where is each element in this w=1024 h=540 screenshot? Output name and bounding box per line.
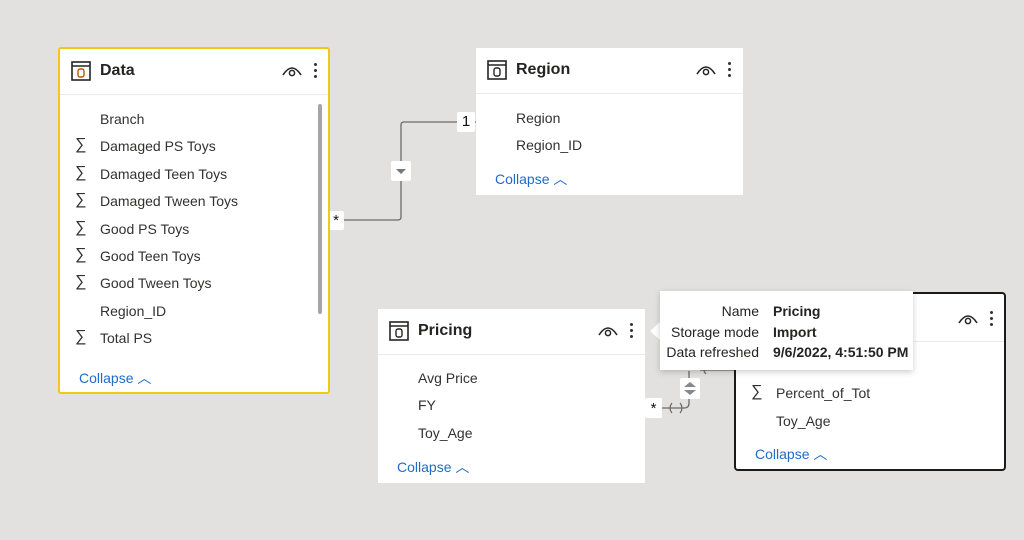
tooltip-key: Storage mode [671, 324, 759, 340]
table-info-tooltip: Name Pricing Storage mode Import Data re… [660, 291, 913, 370]
eye-icon[interactable] [696, 63, 716, 77]
eye-icon[interactable] [282, 64, 302, 78]
sigma-icon: ∑ [75, 218, 87, 236]
one-cardinality-badge: 1 [457, 112, 475, 132]
tooltip-key: Name [721, 303, 759, 319]
field-row[interactable]: Region_ID [100, 302, 167, 319]
eye-icon[interactable] [598, 324, 618, 338]
field-row[interactable]: Good PS Toys [100, 220, 190, 237]
sigma-icon: ∑ [75, 163, 87, 181]
tooltip-value: 9/6/2022, 4:51:50 PM [773, 344, 909, 360]
field-row[interactable]: Toy_Age [776, 413, 831, 429]
collapse-link[interactable]: Collapse ︿ [397, 459, 470, 475]
bidirectional-arrow-icon [684, 382, 696, 395]
table-icon [389, 321, 409, 341]
field-row[interactable]: Region_ID [516, 137, 583, 153]
field-row[interactable]: Damaged PS Toys [100, 138, 216, 155]
more-options-icon[interactable] [726, 60, 732, 80]
collapse-link[interactable]: Collapse ︿ [79, 370, 152, 386]
field-row[interactable]: Avg Price [418, 370, 478, 386]
more-options-icon[interactable] [988, 309, 994, 329]
field-row[interactable]: Branch [100, 111, 145, 127]
table-title: Data [100, 62, 135, 79]
tooltip-key: Data refreshed [666, 344, 759, 360]
field-row[interactable]: Good Teen Toys [100, 248, 201, 264]
field-row[interactable]: Good Tween Toys [100, 275, 212, 292]
collapse-link[interactable]: Collapse ︿ [755, 446, 828, 462]
chevron-up-icon: ︿ [455, 459, 470, 475]
many-cardinality-badge: * [645, 398, 662, 418]
more-options-icon[interactable] [312, 61, 318, 81]
scrollbar[interactable] [318, 104, 322, 314]
chevron-up-icon: ︿ [553, 171, 568, 187]
field-row[interactable]: Region [516, 110, 561, 126]
field-row[interactable]: FY [418, 397, 436, 413]
table-card-pricing[interactable]: Pricing Avg Price FY Toy_Age Collapse ︿ [378, 309, 645, 483]
more-options-icon[interactable] [628, 321, 634, 341]
table-card-data[interactable]: Data Branch ∑ Damaged PS Toys ∑ Damaged Teen… [58, 47, 330, 394]
table-icon [487, 60, 507, 80]
chevron-up-icon: ︿ [813, 446, 828, 462]
table-card-region[interactable]: Region Region Region_ID Collapse ︿ [476, 48, 743, 195]
table-header[interactable]: Region [476, 48, 743, 94]
sigma-icon: ∑ [75, 246, 87, 263]
table-icon [71, 61, 91, 81]
field-row[interactable]: Damaged Tween Toys [100, 193, 239, 210]
table-header[interactable]: Pricing [378, 309, 645, 355]
sigma-icon: ∑ [75, 136, 87, 154]
sigma-icon: ∑ [75, 273, 87, 291]
field-row[interactable]: Toy_Age [418, 425, 473, 441]
triangle-down-icon [396, 169, 406, 174]
table-header[interactable]: Data [60, 49, 328, 95]
tooltip-value: Import [773, 324, 817, 340]
sigma-icon: ∑ [751, 383, 763, 400]
table-title: Pricing [418, 322, 473, 339]
filter-direction-both[interactable] [680, 378, 700, 399]
sigma-icon: ∑ [75, 328, 87, 346]
field-row[interactable]: Total PS [100, 330, 153, 347]
eye-icon[interactable] [958, 312, 978, 326]
chevron-up-icon: ︿ [137, 370, 152, 386]
field-row[interactable]: Damaged Teen Toys [100, 165, 228, 182]
pricing-table-line[interactable] [660, 369, 735, 409]
collapse-link[interactable]: Collapse ︿ [495, 171, 568, 187]
filter-direction-single[interactable] [391, 161, 411, 181]
tooltip-arrow [650, 322, 660, 340]
table-title: Region [516, 61, 571, 78]
many-cardinality-badge: * [328, 211, 344, 230]
sigma-icon: ∑ [75, 191, 87, 209]
tooltip-value: Pricing [773, 303, 821, 319]
field-row[interactable]: Percent_of_Tot [776, 385, 871, 401]
